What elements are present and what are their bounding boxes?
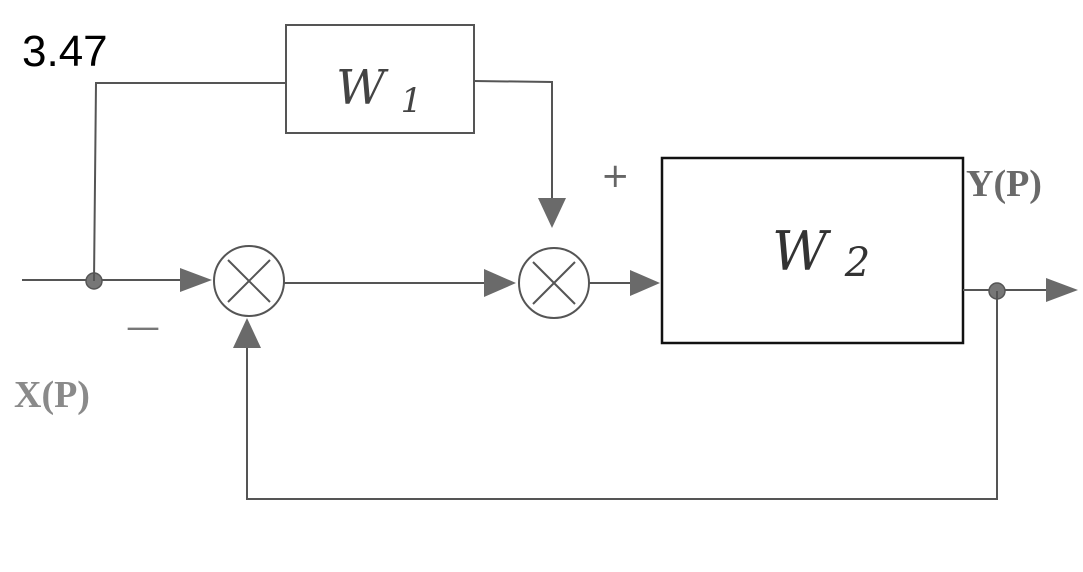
minus-sign: — <box>126 307 160 347</box>
block-w2-letter: W <box>772 220 832 283</box>
problem-number: 3.47 <box>22 27 108 76</box>
sum1-cross-b <box>227 259 271 303</box>
w1-input-path <box>93 82 286 282</box>
summing-junction-1 <box>213 245 285 317</box>
block-w1-letter: W <box>336 60 389 116</box>
block-w1-subscript: 1 <box>401 81 423 121</box>
input-signal-label: X(P) <box>14 374 90 416</box>
block-w1-label: W 1 <box>336 60 422 121</box>
arrow-w1-into-sum2 <box>538 198 566 228</box>
feedback-path <box>246 291 998 500</box>
arrow-feedback-into-sum1 <box>233 318 261 348</box>
output-arrow <box>1046 278 1078 302</box>
block-w2-subscript: 2 <box>844 240 870 286</box>
block-w1 <box>285 24 475 134</box>
sum2-cross-b <box>532 261 576 305</box>
arrow-into-sum1 <box>180 268 212 292</box>
output-signal-label: Y(P) <box>966 163 1042 205</box>
block-w2-label: W 2 <box>772 220 870 286</box>
plus-sign: + <box>601 156 630 196</box>
arrow-into-w2 <box>630 270 660 296</box>
arrow-into-sum2 <box>484 269 516 297</box>
w1-output-path <box>473 80 553 198</box>
block-w2 <box>660 156 965 345</box>
